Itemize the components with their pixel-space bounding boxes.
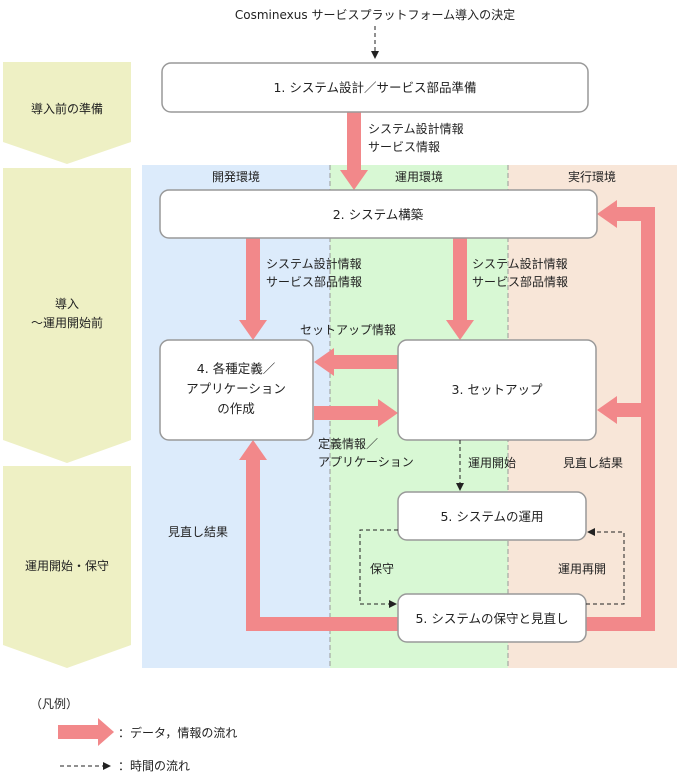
arrow-design-to-build-shaft: [347, 112, 361, 170]
arrow-build-to-setup-head: [446, 320, 474, 340]
label-resume-ops: 運用再開: [558, 562, 606, 576]
arrow-setup-info-shaft: [334, 355, 398, 369]
box-maintain: [397, 593, 587, 643]
box-define-label-1: 4. 各種定義／: [197, 361, 276, 376]
phase-chevron-prep: [3, 62, 131, 164]
label-left-info-2: サービス部品情報: [266, 274, 362, 289]
box-setup-label: 3. セットアップ: [452, 382, 543, 397]
box-maintain-label: 5. システムの保守と見直し: [415, 611, 568, 626]
arrow-build-to-define-shaft: [246, 238, 260, 320]
label-design-info-1: システム設計情報: [368, 121, 464, 136]
box-define: [159, 339, 314, 441]
arrow-design-to-build-head: [340, 170, 368, 190]
label-right-info-2: サービス部品情報: [472, 274, 568, 289]
arrow-left-loop-head: [239, 440, 267, 460]
legend-title: （凡例）: [30, 697, 78, 711]
phase-label-intro-2: ～運用開始前: [31, 315, 103, 330]
arrow-right-loop-top: [617, 207, 655, 221]
label-design-info-2: サービス情報: [368, 140, 440, 154]
phase-chevron-ops: [3, 466, 131, 668]
time-arrow-resume-ops: [586, 528, 625, 605]
arrow-right-loop-mid: [617, 403, 655, 417]
legend-data-flow-arrow: [58, 718, 114, 746]
phase-label-ops: 運用開始・保守: [25, 559, 109, 573]
label-definition-1: 定義情報／: [318, 436, 378, 451]
phase-label-prep: 導入前の準備: [31, 101, 103, 116]
label-review-result-left: 見直し結果: [168, 525, 228, 539]
label-setup-info: セットアップ情報: [300, 323, 396, 337]
box-define-label-2: アプリケーション: [186, 381, 286, 396]
box-operate: [397, 491, 587, 541]
arrow-left-loop-bottom: [246, 617, 398, 631]
arrow-right-loop-top-head: [597, 200, 617, 228]
label-start-ops: 運用開始: [468, 456, 516, 470]
arrow-left-loop-vertical: [246, 460, 260, 631]
label-right-info-1: システム設計情報: [472, 256, 568, 271]
arrow-right-loop-bottom: [586, 617, 655, 631]
box-setup: [397, 339, 597, 441]
box-design: [161, 62, 589, 113]
arrow-setup-info-head: [314, 348, 334, 376]
box-design-label: 1. システム設計／サービス部品準備: [273, 80, 476, 95]
arrow-right-loop-mid-head: [597, 396, 617, 424]
legend-time-flow-label: ：時間の流れ: [118, 759, 190, 773]
phase-chevron-intro: [3, 168, 131, 463]
label-definition-2: アプリケーション: [318, 455, 414, 469]
diagram-title: Cosminexus サービスプラットフォーム導入の決定: [235, 7, 515, 22]
arrow-right-loop-vertical: [641, 207, 655, 631]
box-build: [159, 189, 598, 239]
label-review-result-right: 見直し結果: [563, 456, 623, 470]
ops-env-label: 運用環境: [395, 169, 443, 184]
legend-data-flow-label: ：データ，情報の流れ: [118, 725, 237, 740]
dev-env-label: 開発環境: [212, 169, 260, 184]
exec-env-label: 実行環境: [568, 169, 616, 184]
time-arrow-maintenance: [359, 529, 398, 608]
box-define-label-3: の作成: [217, 401, 255, 416]
label-left-info-1: システム設計情報: [266, 256, 362, 271]
arrow-build-to-define-head: [239, 320, 267, 340]
data-flow-arrows: [239, 112, 655, 631]
phase-label-intro-1: 導入: [55, 297, 79, 311]
box-build-label: 2. システム構築: [333, 207, 424, 222]
label-maintenance: 保守: [370, 562, 394, 576]
arrow-definition-head: [378, 399, 398, 427]
arrow-definition-shaft: [314, 406, 378, 420]
arrow-build-to-setup-shaft: [453, 238, 467, 320]
box-operate-label: 5. システムの運用: [440, 509, 543, 524]
